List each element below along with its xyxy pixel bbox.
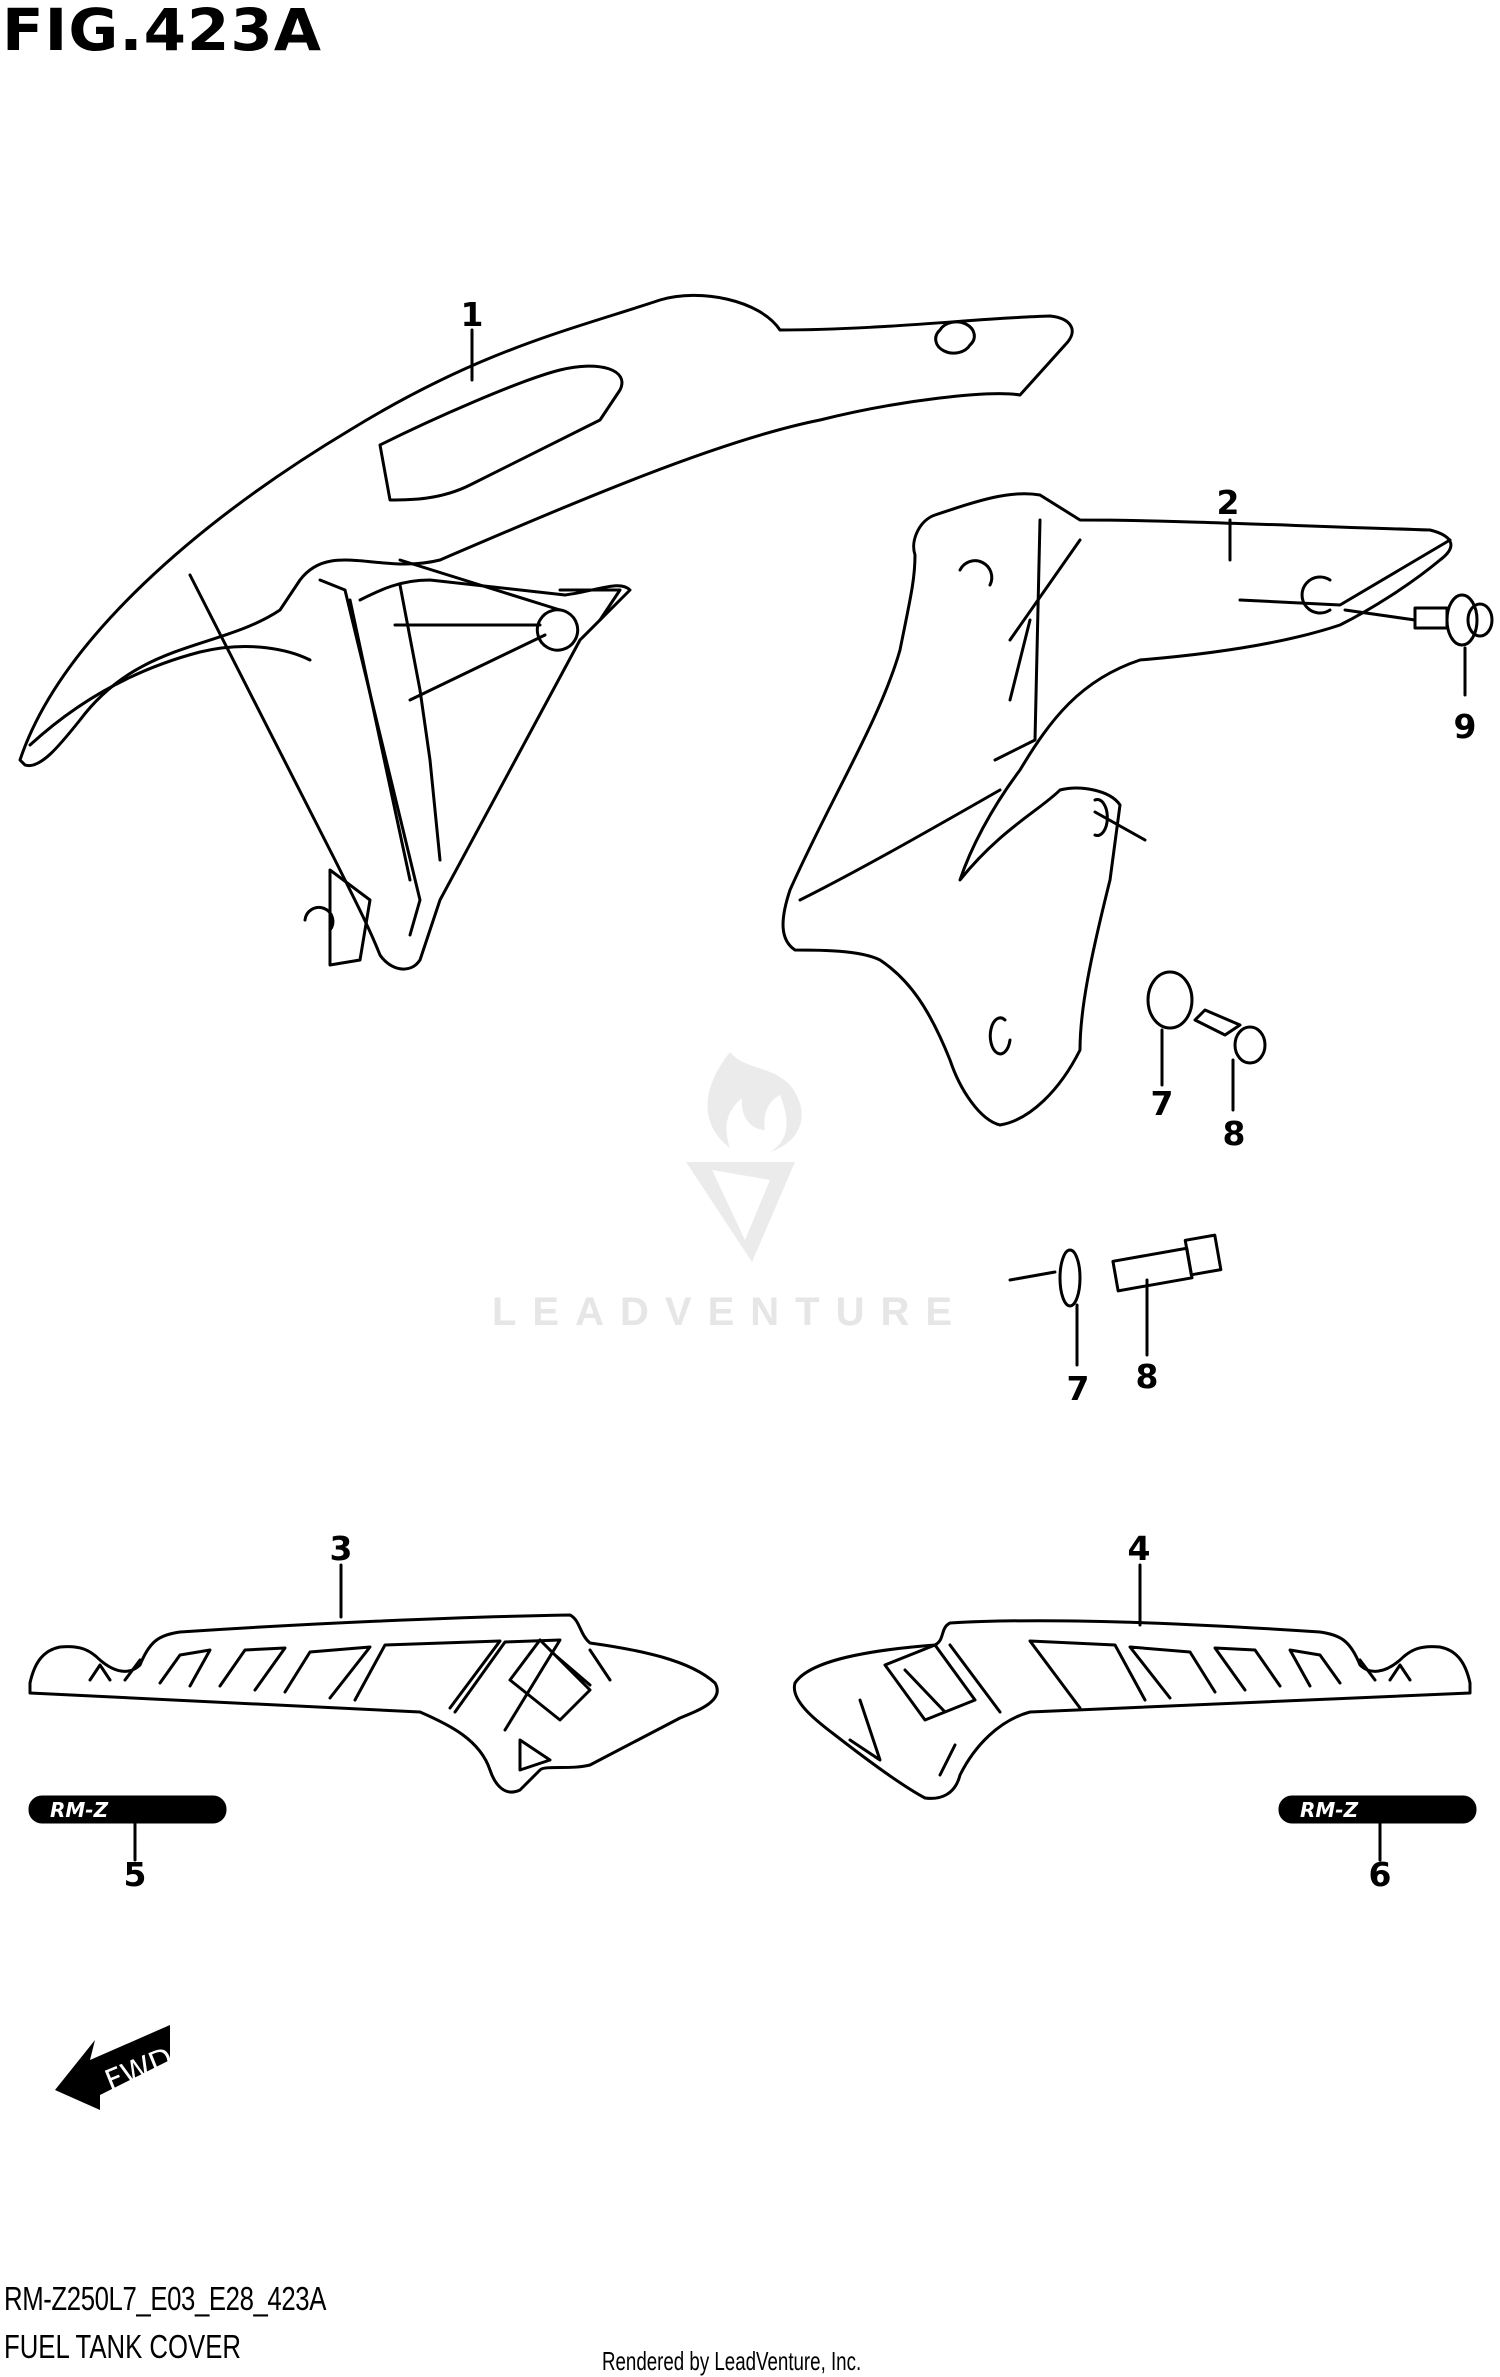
callout-1[interactable]: 1	[460, 295, 484, 334]
part-6-rmz-emblem-right: RM-Z	[1278, 1795, 1477, 1862]
callout-3[interactable]: 3	[329, 1529, 353, 1568]
render-credit: Rendered by LeadVenture, Inc.	[602, 2346, 862, 2376]
watermark-text: LEADVENTURE	[492, 1290, 969, 1334]
callout-8-upper[interactable]: 8	[1222, 1114, 1246, 1153]
callout-4[interactable]: 4	[1127, 1529, 1151, 1568]
part-5-rmz-emblem-left: RM-Z	[28, 1795, 227, 1862]
part-1-fuel-tank-cover-left	[18, 293, 1074, 971]
callout-8-lower[interactable]: 8	[1135, 1357, 1159, 1396]
part-2-fuel-tank-cover-right	[781, 492, 1453, 1127]
figure-name: FUEL TANK COVER	[4, 2328, 241, 2365]
part-4-decal-right	[792, 1619, 1472, 1800]
callout-6[interactable]: 6	[1368, 1855, 1392, 1894]
figure-title: FIG.423A	[2, 0, 323, 64]
callout-2[interactable]: 2	[1216, 483, 1240, 522]
svg-text:RM-Z: RM-Z	[50, 1798, 109, 1822]
part-9-screw	[1343, 593, 1494, 697]
callout-7-upper[interactable]: 7	[1150, 1084, 1174, 1123]
callout-9[interactable]: 9	[1453, 707, 1477, 746]
part-7-8-lower	[1008, 1233, 1223, 1367]
callout-7-lower[interactable]: 7	[1066, 1369, 1090, 1408]
figure-code: RM-Z250L7_E03_E28_423A	[4, 2280, 326, 2317]
leader-lines	[339, 328, 1232, 1627]
svg-text:RM-Z: RM-Z	[1300, 1798, 1359, 1822]
part-3-decal-left	[28, 1613, 719, 1794]
part-7-8-upper	[1093, 810, 1267, 1112]
forward-arrow-icon: FWD	[45, 2000, 185, 2115]
callout-5[interactable]: 5	[123, 1855, 147, 1894]
